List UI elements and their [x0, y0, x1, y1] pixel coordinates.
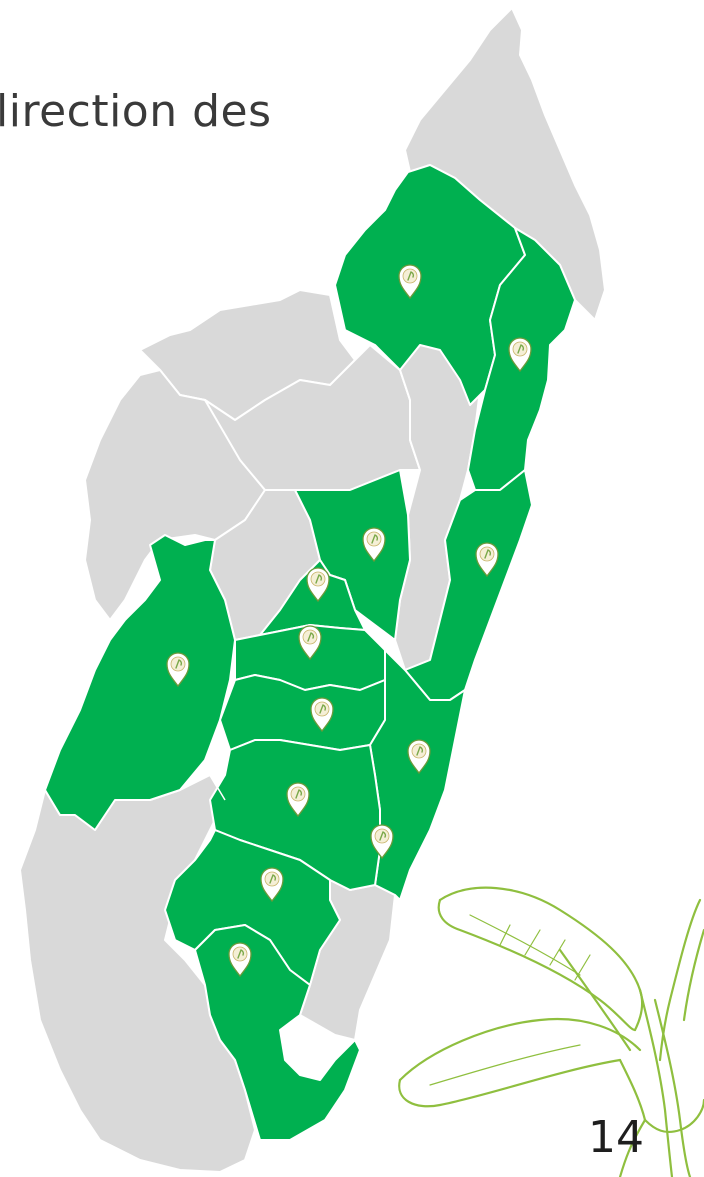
location-pin-icon[interactable]	[407, 739, 431, 775]
location-pin-icon[interactable]	[310, 697, 334, 733]
location-pin-icon[interactable]	[398, 264, 422, 300]
green-regions	[44, 164, 576, 1141]
inner-boundaries	[209, 774, 226, 801]
location-pin-icon[interactable]	[306, 567, 330, 603]
location-pin-icon[interactable]	[362, 527, 386, 563]
location-pin-icon[interactable]	[260, 867, 284, 903]
location-pin-icon[interactable]	[228, 942, 252, 978]
location-pin-icon[interactable]	[166, 652, 190, 688]
region-melaky	[44, 534, 236, 831]
location-pin-icon[interactable]	[370, 824, 394, 860]
slide-title-fragment: lirection des	[0, 86, 272, 137]
location-pin-icon[interactable]	[298, 625, 322, 661]
banana-plant-outline-icon	[398, 886, 704, 1177]
location-pin-icon[interactable]	[475, 542, 499, 578]
location-markers	[166, 264, 532, 978]
page-number: 14	[588, 1112, 644, 1163]
region-sava-west	[334, 164, 526, 406]
location-pin-icon[interactable]	[286, 782, 310, 818]
gray-regions	[19, 7, 606, 1173]
region-ihorombe	[194, 924, 361, 1141]
location-pin-icon[interactable]	[508, 337, 532, 373]
